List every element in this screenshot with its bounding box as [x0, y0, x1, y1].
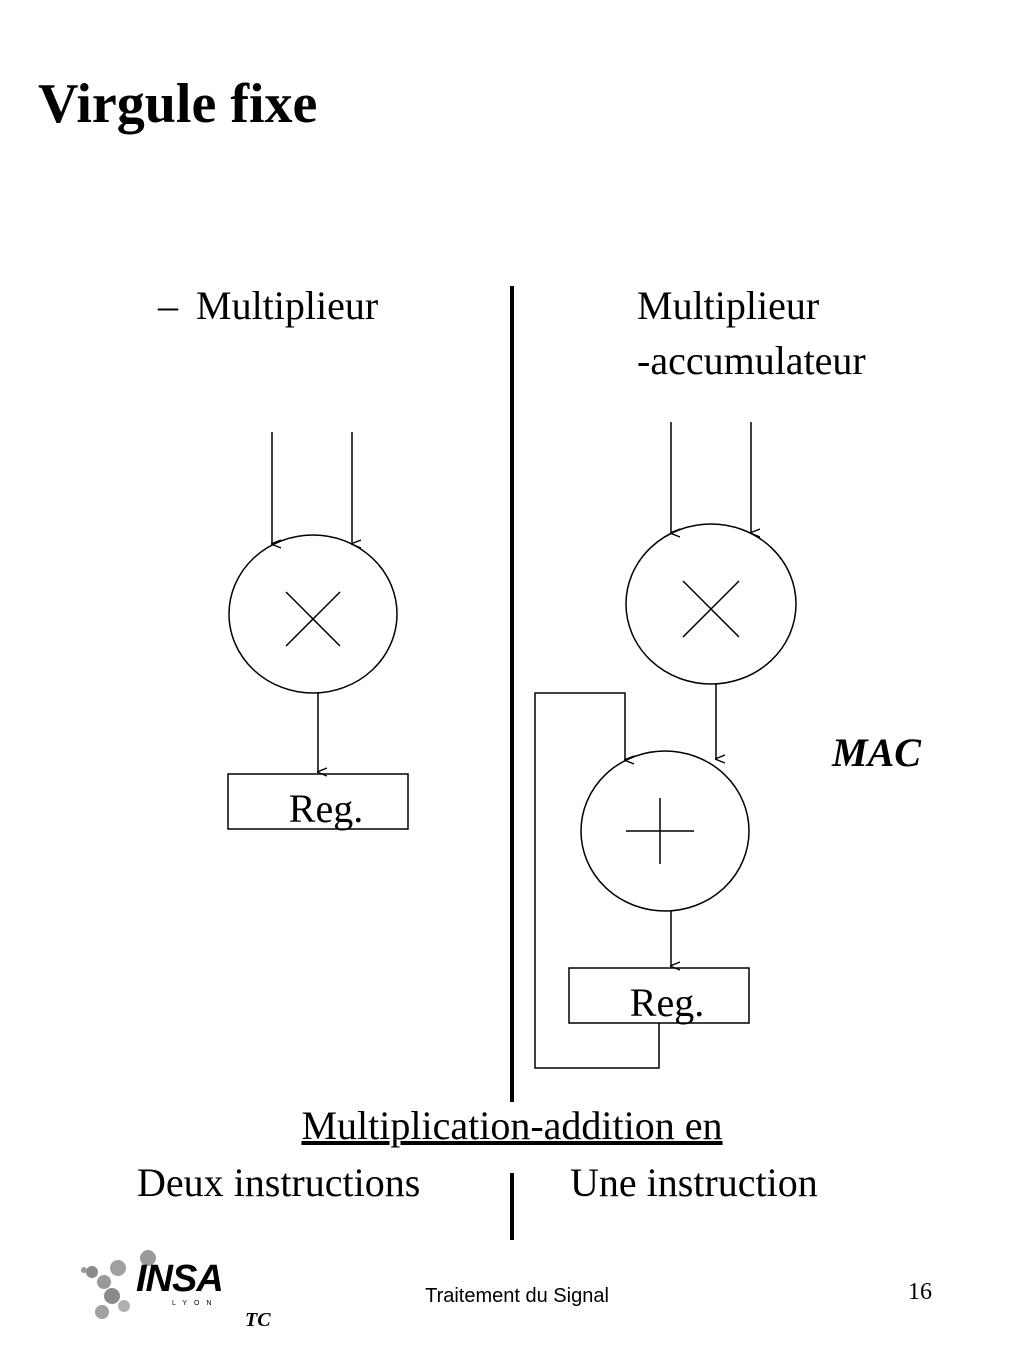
course-title: Traitement du Signal: [425, 1285, 609, 1307]
adder-circle: [580, 750, 750, 912]
plus-symbol-icon: [626, 798, 694, 864]
department-label: TC: [245, 1309, 271, 1331]
multiply-symbol-icon: [285, 591, 341, 647]
left-instructions-label: Deux instructions: [137, 1160, 421, 1205]
left-heading: –Multiplieur: [158, 286, 378, 326]
insa-logo-icon: [81, 1250, 156, 1319]
bullet-dash: –: [158, 283, 178, 328]
left-heading-text: Multiplieur: [196, 283, 379, 328]
right-heading-line1: Multiplieur: [637, 283, 820, 328]
feedback-loop-arrow: [534, 692, 660, 1069]
left-multiplier-circle: [228, 534, 398, 694]
right-instructions-label: Une instruction: [570, 1160, 818, 1205]
logo-subtext: LYON: [172, 1300, 219, 1307]
multiply-symbol-icon: [682, 580, 740, 638]
bottom-caption: Multiplication-addition en: [301, 1103, 723, 1148]
page-number: 16: [908, 1279, 932, 1305]
right-heading-line2: -accumulateur: [637, 338, 866, 383]
logo-text: INSA: [136, 1258, 224, 1300]
right-register-label: Reg.: [629, 980, 705, 1025]
left-register-box: [227, 773, 409, 830]
slide-title: Virgule fixe: [38, 73, 318, 135]
left-register-label: Reg.: [288, 786, 364, 831]
right-multiplier-circle: [625, 523, 797, 685]
mac-label: MAC: [832, 730, 921, 775]
